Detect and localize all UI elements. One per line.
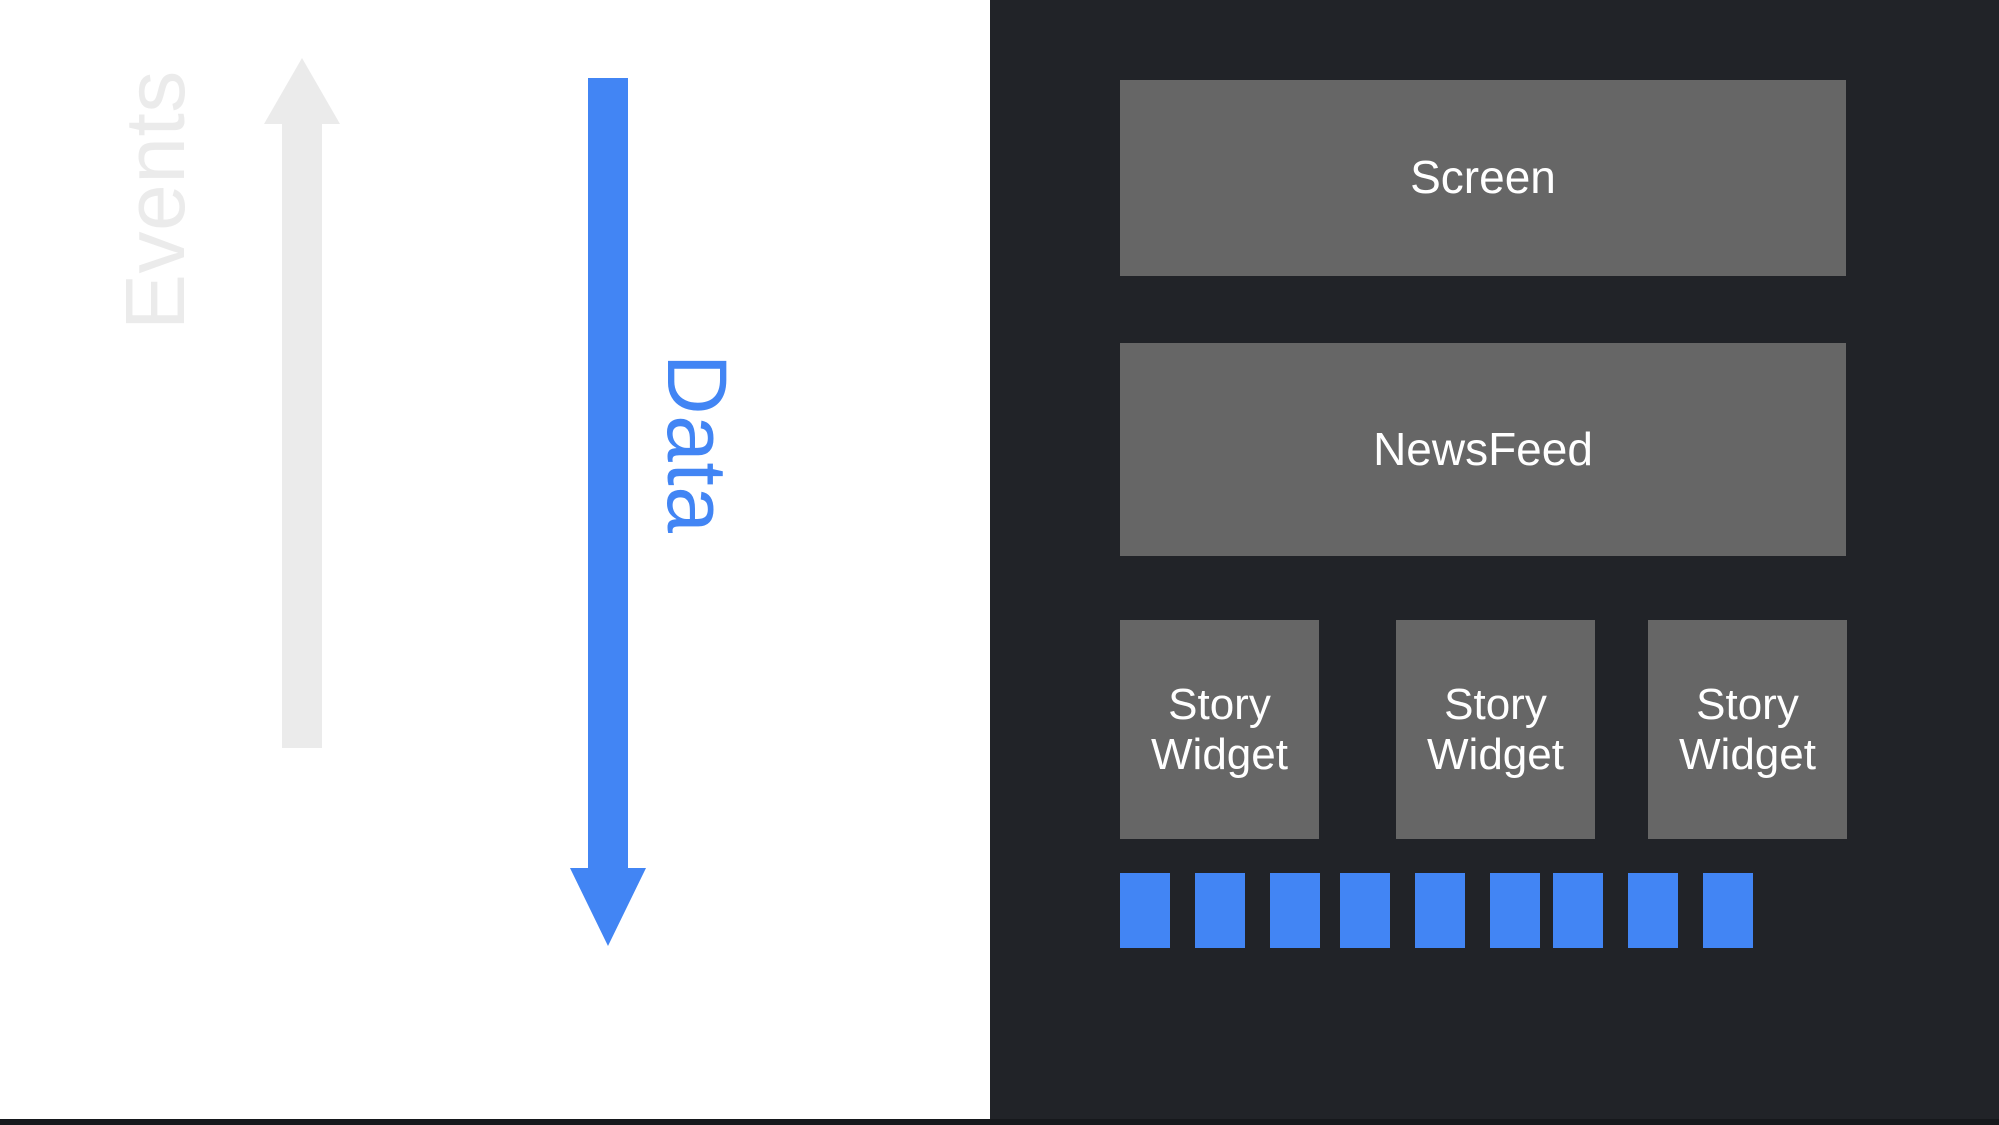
node-newsfeed[interactable]: NewsFeed <box>1120 343 1846 556</box>
data-arrow-icon <box>570 78 646 946</box>
leaf-node[interactable] <box>1195 873 1245 948</box>
node-story-widget-0[interactable]: Story Widget <box>1120 620 1319 839</box>
story-label-line2: Widget <box>1427 729 1564 779</box>
data-flow-label: Data <box>650 354 744 534</box>
node-story-widget-0-label: Story Widget <box>1151 680 1288 779</box>
flow-legend-pane: Events Data <box>0 0 990 1119</box>
node-story-widget-1-label: Story Widget <box>1427 680 1564 779</box>
leaf-node-group-2 <box>1553 873 1753 948</box>
story-label-line1: Story <box>1168 680 1271 730</box>
story-label-line1: Story <box>1444 680 1547 730</box>
leaf-node[interactable] <box>1120 873 1170 948</box>
leaf-node[interactable] <box>1553 873 1603 948</box>
leaf-node-group-0 <box>1120 873 1320 948</box>
leaf-node[interactable] <box>1415 873 1465 948</box>
leaf-node-group-1 <box>1340 873 1540 948</box>
node-newsfeed-label: NewsFeed <box>1373 422 1593 475</box>
leaf-node[interactable] <box>1340 873 1390 948</box>
node-story-widget-1[interactable]: Story Widget <box>1396 620 1595 839</box>
events-flow-label: Events <box>108 70 202 330</box>
story-label-line2: Widget <box>1151 729 1288 779</box>
leaf-node[interactable] <box>1270 873 1320 948</box>
node-story-widget-2-label: Story Widget <box>1679 680 1816 779</box>
story-label-line1: Story <box>1696 680 1799 730</box>
leaf-node[interactable] <box>1703 873 1753 948</box>
leaf-node[interactable] <box>1490 873 1540 948</box>
widget-tree-pane: Screen NewsFeed Story Widget Story Widge… <box>990 0 1999 1119</box>
story-label-line2: Widget <box>1679 729 1816 779</box>
events-arrow-icon <box>264 58 340 748</box>
node-screen-label: Screen <box>1410 151 1556 204</box>
leaf-node[interactable] <box>1628 873 1678 948</box>
node-screen[interactable]: Screen <box>1120 80 1846 276</box>
bottom-rule <box>0 1119 1999 1125</box>
node-story-widget-2[interactable]: Story Widget <box>1648 620 1847 839</box>
